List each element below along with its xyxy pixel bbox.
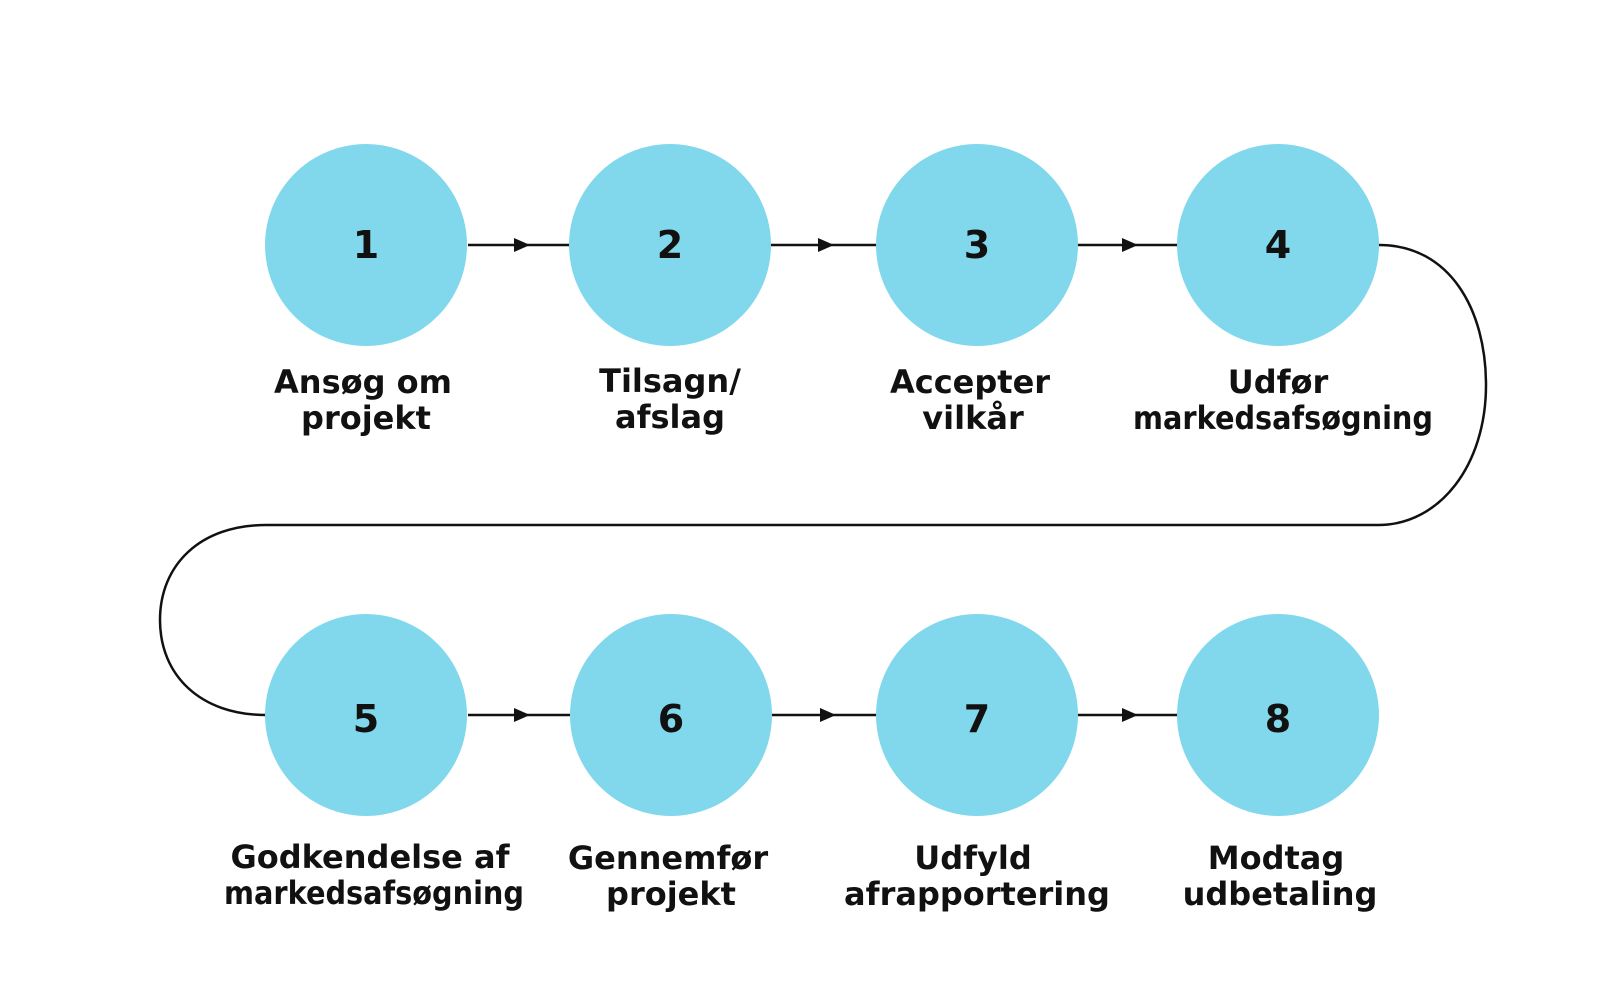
step-label-line-2: afrapportering	[844, 875, 1110, 913]
step-8: 8 Modtag udbetaling	[1177, 614, 1379, 913]
step-number: 6	[658, 697, 684, 741]
connector-4-5	[158, 243, 1488, 717]
step-label-line-1: Tilsagn/	[599, 362, 741, 400]
step-circle	[1177, 614, 1379, 816]
step-circle	[1177, 144, 1379, 346]
step-number: 7	[964, 697, 990, 741]
step-5: 5 Godkendelse af markedsafsøgning	[224, 614, 524, 912]
step-label-line-1: Udfør	[1228, 363, 1329, 401]
step-label-line-2: udbetaling	[1183, 875, 1378, 913]
step-6: 6 Gennemfør projekt	[568, 614, 772, 913]
step-label-line-2: vilkår	[922, 399, 1024, 437]
step-label-line-1: Udfyld	[914, 839, 1032, 877]
step-number: 1	[353, 223, 379, 267]
step-label-line-1: Godkendelse af	[230, 838, 510, 876]
arrowhead-1-2	[514, 238, 530, 252]
step-label-line-2: projekt	[301, 399, 431, 437]
arrowhead-7-8	[1122, 708, 1138, 722]
step-label-line-2: afslag	[615, 398, 725, 436]
step-circle	[265, 614, 467, 816]
step-3: 3 Accepter vilkår	[876, 144, 1078, 437]
step-circle	[569, 144, 771, 346]
step-circle	[876, 144, 1078, 346]
step-label-line-2: projekt	[606, 875, 736, 913]
step-label-line-1: Modtag	[1208, 839, 1345, 877]
step-label-line-1: Ansøg om	[274, 363, 452, 401]
step-circle	[570, 614, 772, 816]
step-number: 5	[353, 697, 379, 741]
step-number: 2	[657, 223, 683, 267]
step-number: 4	[1265, 223, 1291, 267]
step-number: 3	[964, 223, 990, 267]
step-4: 4 Udfør markedsafsøgning	[1133, 144, 1433, 437]
step-label-line-2: markedsafsøgning	[224, 874, 524, 912]
step-1: 1 Ansøg om projekt	[265, 144, 467, 437]
step-label-line-1: Accepter	[890, 363, 1050, 401]
step-7: 7 Udfyld afrapportering	[844, 614, 1110, 913]
arrowhead-5-6	[514, 708, 530, 722]
arrowhead-3-4	[1122, 238, 1138, 252]
step-circle	[876, 614, 1078, 816]
arrowhead-2-3	[818, 238, 834, 252]
arrowhead-6-7	[820, 708, 836, 722]
step-label-line-1: Gennemfør	[568, 839, 768, 877]
step-label-line-2: markedsafsøgning	[1133, 399, 1433, 437]
step-circle	[265, 144, 467, 346]
step-number: 8	[1265, 697, 1291, 741]
step-2: 2 Tilsagn/ afslag	[569, 144, 771, 436]
